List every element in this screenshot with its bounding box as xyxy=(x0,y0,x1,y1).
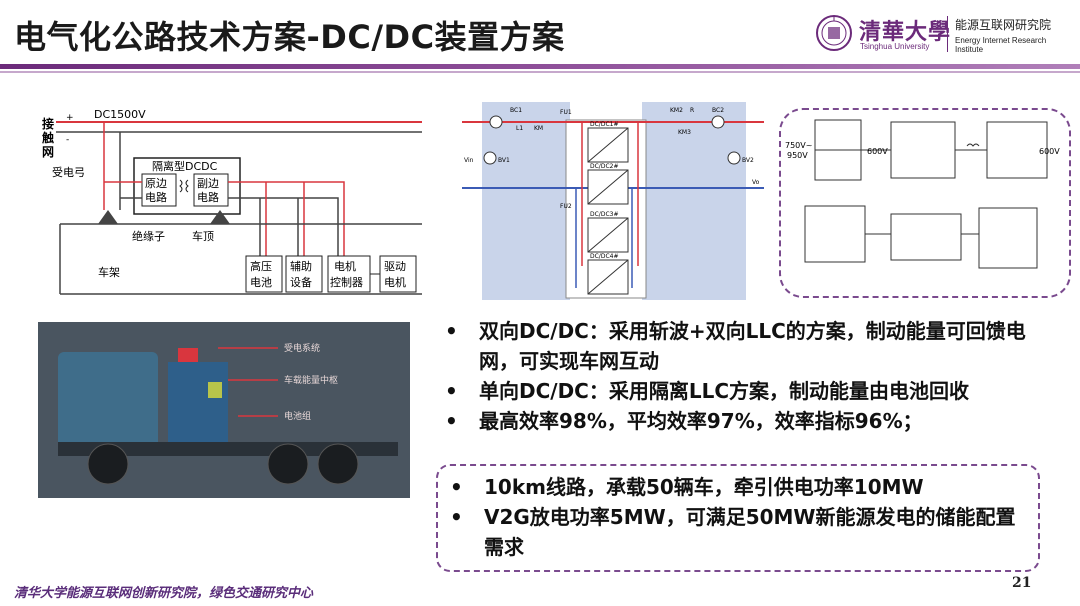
roof-label: 车顶 xyxy=(192,229,214,243)
bullet-item: •最高效率98%，平均效率97%，效率指标96%； xyxy=(445,409,923,433)
system-schematic-diagram: + - DC1500V 接 触 网 受电弓 隔离型DCDC 原边 电路 副边 电… xyxy=(38,100,422,296)
voltage-label: DC1500V xyxy=(94,108,146,121)
fu2-label: FU2 xyxy=(560,203,572,210)
photo-label-2: 车载能量中枢 xyxy=(284,374,338,386)
box-bullet-text: 10km线路，承载50辆车，牵引供电功率10MW xyxy=(484,475,924,499)
r-label: R xyxy=(690,107,694,114)
box-bullet-item: •V2G放电功率5MW，可满足50MW新能源发电的储能配置需求 xyxy=(450,505,1016,559)
bv1-label: BV1 xyxy=(498,157,510,164)
bv2-label: BV2 xyxy=(742,157,754,164)
bc1-label: BC1 xyxy=(510,107,522,114)
converter-topology-diagram: DC/DC1# DC/DC2# DC/DC3# DC/DC4# BC1 L1 K… xyxy=(462,100,764,302)
secondary-label-1: 副边 xyxy=(197,177,219,190)
aux-label-2: 设备 xyxy=(290,275,312,289)
vin-label: Vin xyxy=(464,157,474,164)
circuit-detail-diagram: 750V~ 950V 600V 600V xyxy=(779,108,1071,298)
highlight-box: •10km线路，承载50辆车，牵引供电功率10MW •V2G放电功率5MW，可满… xyxy=(436,464,1040,572)
box-bullet-item: •10km线路，承载50辆车，牵引供电功率10MW xyxy=(450,475,924,499)
motor-ctrl-label-1: 电机 xyxy=(334,259,356,273)
hv-battery-label-1: 高压 xyxy=(250,259,272,273)
input-voltage-label-2: 950V xyxy=(787,151,808,160)
photo-label-1: 受电系统 xyxy=(284,342,320,354)
primary-label-1: 原边 xyxy=(145,177,167,190)
plus-label: + xyxy=(66,113,74,123)
contact-net-label-2: 触 xyxy=(42,130,54,145)
bullet-text: 单向DC/DC：采用隔离LLC方案，制动能量由电池回收 xyxy=(479,379,970,403)
bc2-label: BC2 xyxy=(712,107,724,114)
dcdc4-label: DC/DC4# xyxy=(590,253,619,260)
aux-label-1: 辅助 xyxy=(290,259,312,273)
header-bar xyxy=(0,64,1080,69)
bullet-item: •双向DC/DC：采用斩波+双向LLC的方案，制动能量可回馈电网，可实现车网互动 xyxy=(445,319,1026,373)
logo-institute-en: Energy Internet Research Institute xyxy=(955,36,1047,54)
dcdc1-label: DC/DC1# xyxy=(590,121,619,128)
fu1-label: FU1 xyxy=(560,109,572,116)
vo-label: Vo xyxy=(752,179,760,186)
box-bullet-text: V2G放电功率5MW，可满足50MW新能源发电的储能配置需求 xyxy=(484,505,1016,559)
isolated-dcdc-label: 隔离型DCDC xyxy=(152,159,218,173)
minus-label: - xyxy=(66,135,69,145)
contact-net-label-3: 网 xyxy=(42,145,54,159)
bullet-list: •双向DC/DC：采用斩波+双向LLC的方案，制动能量可回馈电网，可实现车网互动… xyxy=(445,316,1065,436)
logo-divider xyxy=(947,16,948,52)
km2-label: KM2 xyxy=(670,107,683,114)
truck-photo: 受电系统 车载能量中枢 电池组 xyxy=(38,322,410,498)
secondary-label-2: 电路 xyxy=(197,191,219,204)
tsinghua-logo: 清華大學 Tsinghua University 能源互联网研究院 Energy… xyxy=(815,12,1070,56)
page-number: 21 xyxy=(1012,575,1032,591)
km3-label: KM3 xyxy=(678,129,691,136)
output-voltage-label: 600V xyxy=(1039,147,1060,156)
km-label: KM xyxy=(534,125,543,132)
logo-institute-cn: 能源互联网研究院 xyxy=(955,18,1052,32)
slide-title: 电气化公路技术方案-DC/DC装置方案 xyxy=(14,18,565,56)
dcdc2-label: DC/DC2# xyxy=(590,163,619,170)
photo-label-3: 电池组 xyxy=(284,410,311,422)
pantograph-label: 受电弓 xyxy=(52,166,85,179)
header-line xyxy=(0,71,1080,73)
mid-voltage-label: 600V xyxy=(867,147,888,156)
hv-battery-label-2: 电池 xyxy=(250,276,272,289)
bullet-text: 最高效率98%，平均效率97%，效率指标96%； xyxy=(479,409,923,433)
bullet-text: 双向DC/DC：采用斩波+双向LLC的方案，制动能量可回馈电网，可实现车网互动 xyxy=(479,319,1026,373)
l1-label: L1 xyxy=(516,125,523,132)
logo-name-en: Tsinghua University xyxy=(860,42,930,51)
drive-motor-label-1: 驱动 xyxy=(384,260,406,273)
drive-motor-label-2: 电机 xyxy=(384,275,406,289)
tsinghua-seal-icon xyxy=(816,15,852,51)
footer-text: 清华大学能源互联网创新研究院，绿色交通研究中心 xyxy=(14,586,314,601)
insulator-label: 绝缘子 xyxy=(132,229,165,243)
logo-name-cn: 清華大學 xyxy=(859,19,952,45)
contact-net-label-1: 接 xyxy=(42,116,54,131)
motor-ctrl-label-2: 控制器 xyxy=(330,275,363,289)
primary-label-2: 电路 xyxy=(145,191,167,204)
dcdc3-label: DC/DC3# xyxy=(590,211,619,218)
chassis-label: 车架 xyxy=(98,265,120,279)
bullet-item: •单向DC/DC：采用隔离LLC方案，制动能量由电池回收 xyxy=(445,379,970,403)
input-voltage-label-1: 750V~ xyxy=(785,141,812,150)
